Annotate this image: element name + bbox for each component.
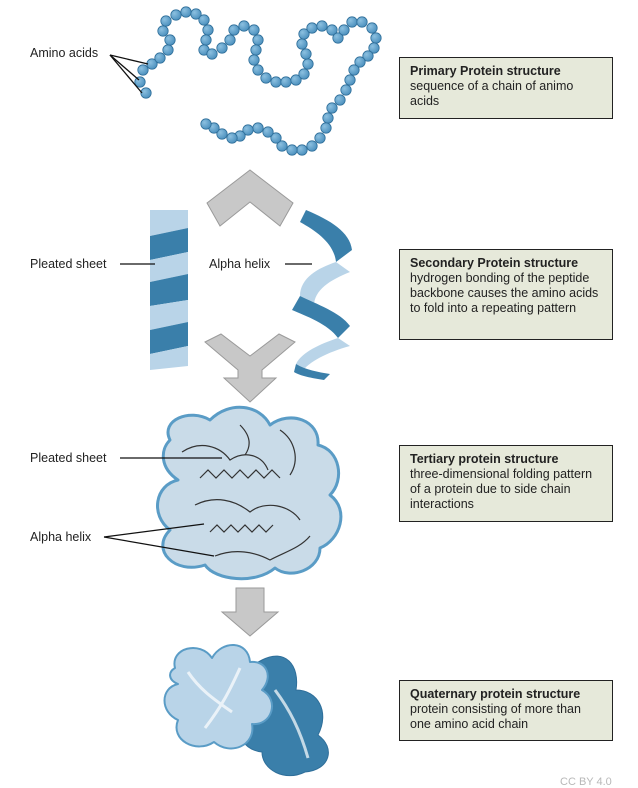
amino-acid-bead [298, 28, 310, 40]
pleated-sheet-secondary [150, 210, 188, 370]
amino-acid-bead [238, 20, 250, 32]
tertiary-structure-box: Tertiary protein structure three-dimensi… [399, 445, 613, 522]
amino-acid-bead [170, 9, 182, 21]
amino-acid-bead [180, 6, 192, 18]
primary-structure-title: Primary Protein structure [410, 64, 561, 78]
amino-acid-bead [252, 34, 264, 46]
amino-acid-bead [164, 34, 176, 46]
amino-acid-bead [198, 14, 210, 26]
amino-acid-bead [306, 22, 318, 34]
primary-structure-box: Primary Protein structure sequence of a … [399, 57, 613, 119]
pleated-sheet-label-tertiary: Pleated sheet [30, 451, 107, 465]
amino-acid-bead [302, 58, 314, 70]
amino-acid-bead [260, 72, 272, 84]
down-arrow [220, 587, 280, 637]
amino-acid-bead [338, 24, 350, 36]
amino-acid-bead [216, 128, 228, 140]
tertiary-structure-title: Tertiary protein structure [410, 452, 559, 466]
secondary-structure-title: Secondary Protein structure [410, 256, 579, 270]
amino-acid-bead [316, 20, 328, 32]
split-arrow [206, 169, 294, 227]
amino-acid-bead [370, 32, 382, 44]
amino-acid-bead [298, 68, 310, 80]
amino-acid-bead [280, 76, 292, 88]
license-credit: CC BY 4.0 [560, 776, 612, 788]
merge-arrow [204, 333, 296, 403]
amino-acid-bead [242, 124, 254, 136]
amino-acid-bead [224, 34, 236, 46]
amino-acid-bead [356, 16, 368, 28]
amino-acid-bead [296, 144, 308, 156]
amino-acid-bead [252, 122, 264, 134]
amino-acid-bead [346, 16, 358, 28]
tertiary-helix-pointer-1 [103, 523, 205, 538]
amino-acid-bead [366, 22, 378, 34]
amino-acid-bead [368, 42, 380, 54]
amino-acid-bead [344, 74, 356, 86]
amino-acid-bead [322, 112, 334, 124]
amino-acid-bead [270, 76, 282, 88]
amino-acid-bead [300, 48, 312, 60]
amino-acid-bead [216, 42, 228, 54]
amino-acid-bead [162, 44, 174, 56]
amino-acid-bead [226, 132, 238, 144]
amino-acid-bead [286, 144, 298, 156]
amino-acid-bead [202, 24, 214, 36]
amino-acid-bead [332, 32, 344, 44]
amino-acid-bead [137, 64, 149, 76]
amino-acid-bead [228, 24, 240, 36]
amino-acid-bead [326, 102, 338, 114]
amino-acid-bead [334, 94, 346, 106]
secondary-structure-description: hydrogen bonding of the peptide backbone… [410, 271, 599, 315]
tertiary-helix-pointer-2 [103, 536, 215, 557]
amino-acid-bead [248, 24, 260, 36]
amino-acid-bead [262, 126, 274, 138]
amino-acid-bead [190, 8, 202, 20]
quaternary-structure-box: Quaternary protein structure protein con… [399, 680, 613, 741]
primary-structure-description: sequence of a chain of animo acids [410, 79, 574, 108]
amino-acid-bead [140, 87, 152, 99]
tertiary-structure-description: three-dimensional folding pattern of a p… [410, 467, 593, 511]
amino-acid-bead [326, 24, 338, 36]
amino-acid-bead [206, 48, 218, 60]
quaternary-structure-description: protein consisting of more than one amin… [410, 702, 581, 731]
alpha-helix-secondary [292, 210, 352, 380]
amino-acid-bead [252, 64, 264, 76]
quaternary-structure-title: Quaternary protein structure [410, 687, 581, 701]
amino-acid-bead [200, 118, 212, 130]
amino-acid-bead [157, 25, 169, 37]
quaternary-structure [163, 644, 329, 777]
amino-acid-bead [348, 64, 360, 76]
alpha-helix-label-secondary: Alpha helix [209, 257, 271, 271]
amino-acid-bead [290, 74, 302, 86]
pleated-sheet-label-secondary: Pleated sheet [30, 257, 107, 271]
tertiary-structure [156, 405, 343, 581]
amino-acid-bead [340, 84, 352, 96]
amino-acid-bead [354, 56, 366, 68]
amino-acids-label: Amino acids [30, 46, 99, 60]
secondary-structure-box: Secondary Protein structure hydrogen bon… [399, 249, 613, 340]
amino-acid-bead [250, 44, 262, 56]
amino-acids-pointer [109, 54, 149, 94]
amino-acid-bead [270, 132, 282, 144]
amino-acid-chain [134, 6, 382, 156]
amino-acid-bead [248, 54, 260, 66]
amino-acid-bead [320, 122, 332, 134]
amino-acid-bead [160, 15, 172, 27]
amino-acid-bead [362, 50, 374, 62]
amino-acid-bead [200, 34, 212, 46]
alpha-helix-label-tertiary: Alpha helix [30, 530, 92, 544]
amino-acid-bead [154, 52, 166, 64]
tertiary-inner-folds [181, 424, 311, 561]
amino-acid-bead [296, 38, 308, 50]
amino-acid-bead [276, 140, 288, 152]
amino-acid-bead [314, 132, 326, 144]
amino-acid-bead [306, 140, 318, 152]
